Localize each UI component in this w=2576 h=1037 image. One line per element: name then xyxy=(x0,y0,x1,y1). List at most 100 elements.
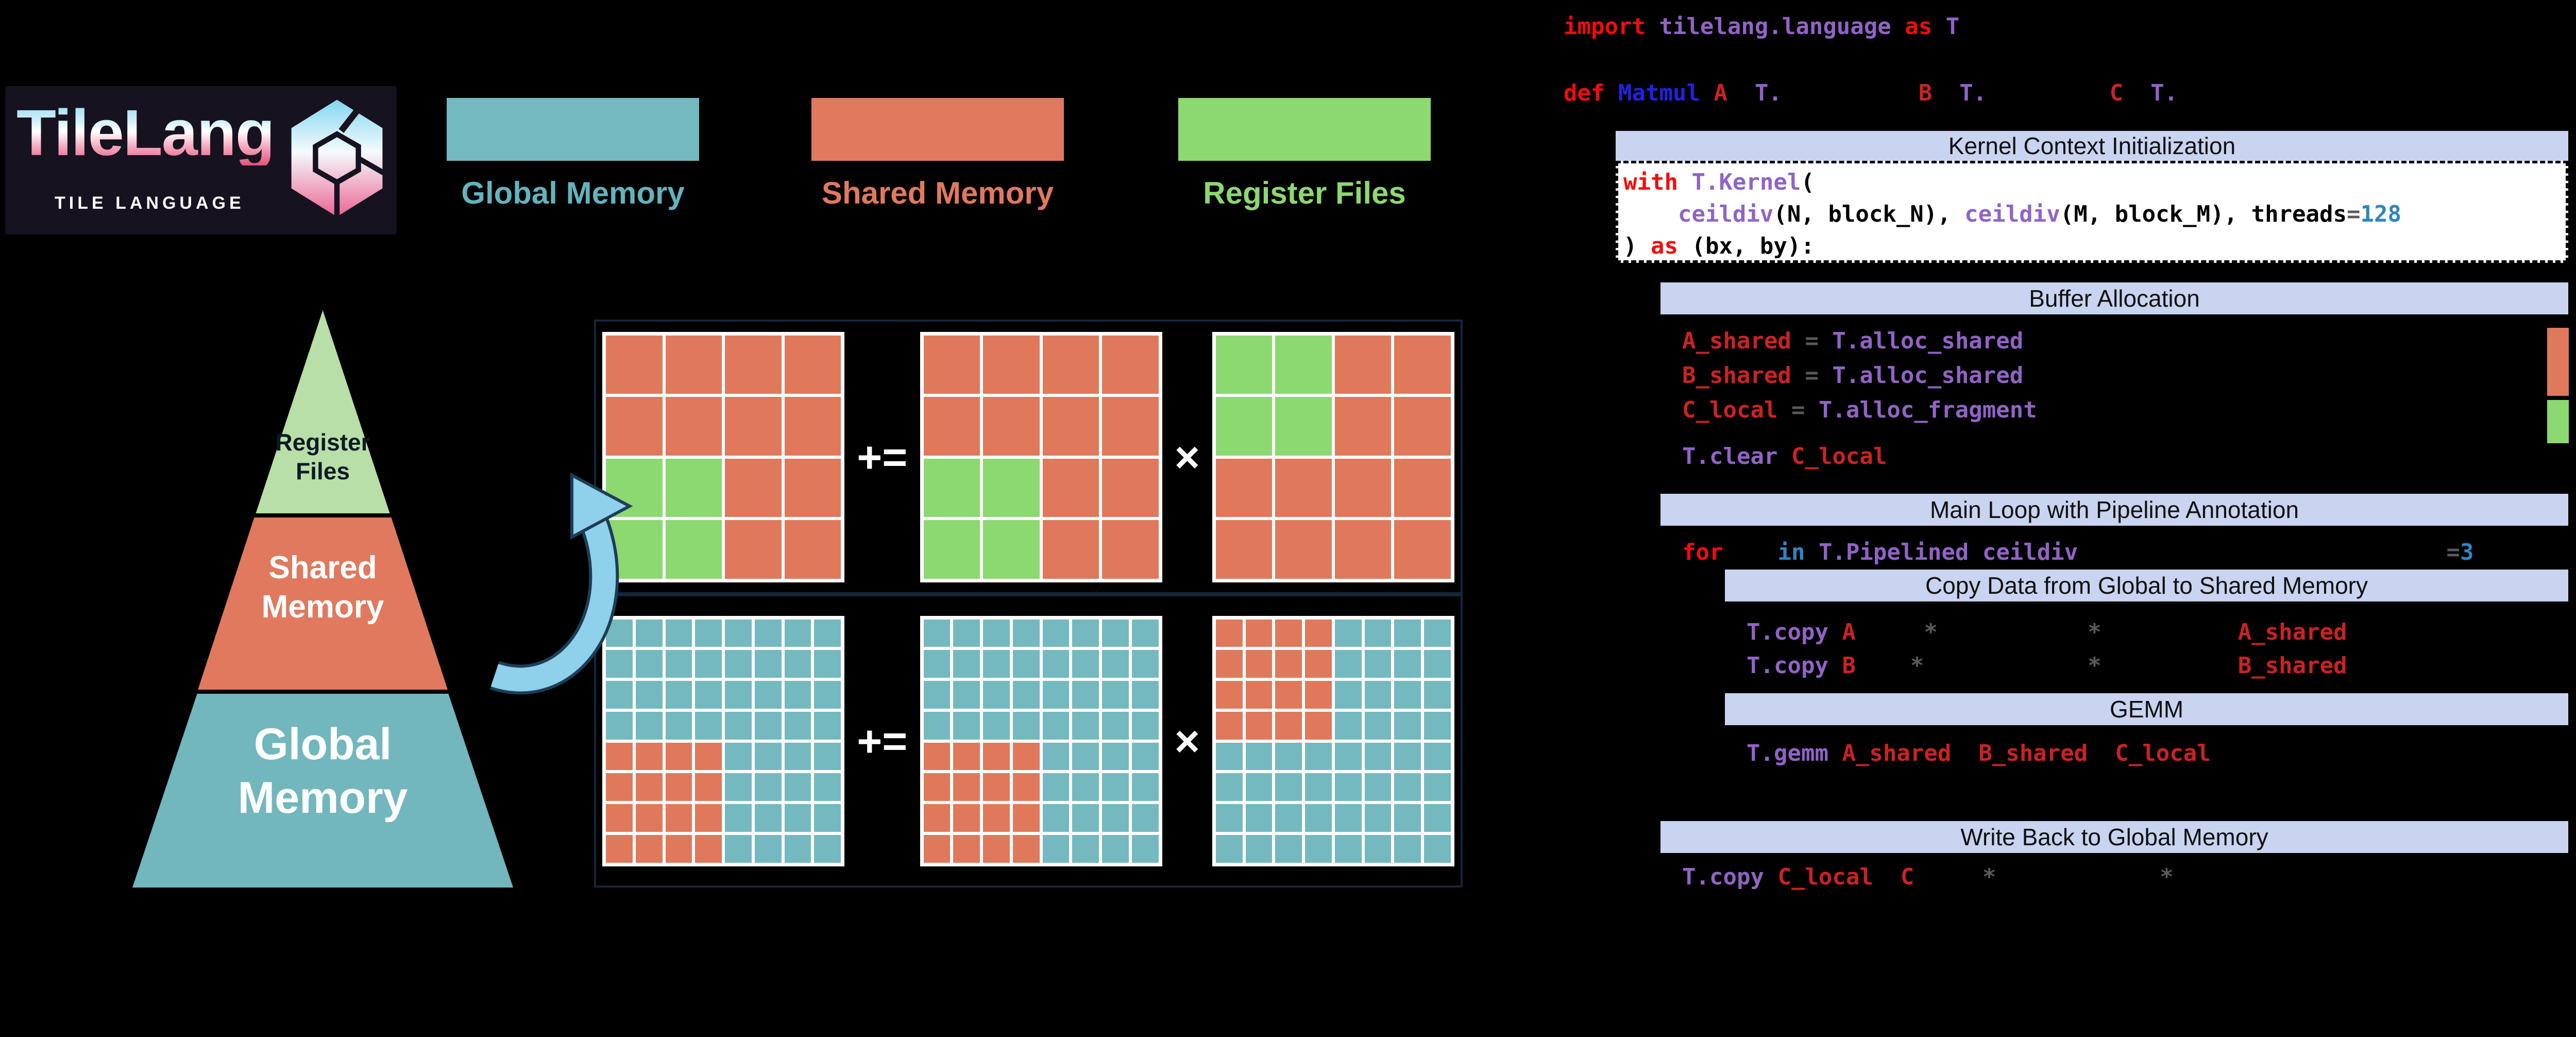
matrix-cell xyxy=(635,804,663,832)
code-token: B_shared xyxy=(2238,653,2347,679)
matrix-cell xyxy=(983,742,1010,771)
matrix-cell xyxy=(983,335,1040,394)
matrix-cell xyxy=(923,650,951,678)
matrix-a-global-tile xyxy=(920,615,1162,866)
code-token: ( xyxy=(1801,169,1815,195)
matrix-cell xyxy=(695,711,722,740)
matrix-cell xyxy=(695,619,722,647)
matrix-cell xyxy=(1334,650,1362,678)
matrix-cell xyxy=(784,804,811,832)
code-token: A_shared xyxy=(1682,328,1805,354)
matrix-cell xyxy=(1364,619,1392,647)
matrix-cell xyxy=(1424,834,1451,863)
matrix-cell xyxy=(923,742,951,771)
matrix-c-global-tile xyxy=(602,615,844,866)
matrix-cell xyxy=(953,650,980,678)
matrix-cell xyxy=(1334,834,1362,863)
code-token: B xyxy=(1918,80,1933,106)
matrix-cell xyxy=(725,619,752,647)
matrix-cell xyxy=(1394,650,1421,678)
matrix-cell xyxy=(1042,834,1070,863)
matrix-cell xyxy=(1215,458,1273,517)
matrix-cell xyxy=(1042,397,1099,456)
matrix-cell xyxy=(1305,742,1332,771)
code-token xyxy=(1951,740,1978,766)
code-b-shared-line: B_shared = T.alloc_shared xyxy=(1682,362,2023,389)
matrix-cell xyxy=(665,804,692,832)
code-token: with xyxy=(1623,169,1692,195)
code-token: T.Kernel xyxy=(1691,169,1801,195)
matrix-cell xyxy=(695,804,722,832)
matrix-cell xyxy=(1042,650,1070,678)
code-token: T. xyxy=(1932,80,1987,106)
matrix-cell xyxy=(1245,773,1273,801)
matrix-cell xyxy=(725,397,782,456)
code-token: = xyxy=(1791,397,1819,423)
matrix-cell xyxy=(1072,804,1099,832)
matrix-cell xyxy=(665,773,692,801)
matrix-cell xyxy=(1305,650,1332,678)
matrix-cell xyxy=(606,335,663,394)
matrix-cell xyxy=(1072,650,1099,678)
matrix-cell xyxy=(606,711,633,740)
code-token: * xyxy=(1910,653,1924,679)
matrix-cell xyxy=(953,681,980,709)
matrix-cell xyxy=(665,619,692,647)
matrix-cell xyxy=(923,681,951,709)
code-token: C_local xyxy=(1791,443,1887,470)
matrix-cell xyxy=(1245,804,1273,832)
matrix-cell xyxy=(1012,773,1040,801)
matrix-cell xyxy=(1012,619,1040,647)
matrix-cell xyxy=(1102,711,1129,740)
code-token: T xyxy=(1945,13,1960,40)
matrix-cell xyxy=(1394,335,1451,394)
matrix-cell xyxy=(665,520,722,579)
matrix-cell xyxy=(635,681,663,709)
matrix-cell xyxy=(1275,834,1302,863)
matrix-cell xyxy=(1275,742,1302,771)
code-token: ceildiv xyxy=(1677,201,1774,227)
matrix-cell xyxy=(1042,458,1099,517)
code-token: * xyxy=(2088,653,2102,679)
matrix-cell xyxy=(695,773,722,801)
matrix-cell xyxy=(784,773,811,801)
matrix-cell xyxy=(665,335,722,394)
matrix-cell xyxy=(635,834,663,863)
shared-memory-indicator-bar xyxy=(2547,328,2569,396)
section-header-kernel-context: Kernel Context Initialization xyxy=(1616,131,2568,161)
code-token: C xyxy=(1873,864,1914,890)
matrix-cell xyxy=(1275,650,1302,678)
matrix-cell xyxy=(1334,520,1392,579)
matrix-cell xyxy=(1424,804,1451,832)
matrix-cell xyxy=(695,681,722,709)
code-token: as xyxy=(1650,233,1692,259)
code-token xyxy=(1737,539,1777,565)
matrix-cell xyxy=(1072,711,1099,740)
pyramid-global-memory-label: Global Memory xyxy=(132,717,513,825)
matrix-b-register-tile xyxy=(1212,331,1454,582)
code-token: A xyxy=(1714,80,1727,106)
matrix-cell xyxy=(725,458,782,517)
matrix-cell xyxy=(1334,804,1362,832)
pyramid-shared-memory-label: Shared Memory xyxy=(132,548,513,627)
code-token: C_local xyxy=(2115,740,2211,766)
matrix-cell xyxy=(1364,804,1392,832)
matrix-cell xyxy=(953,619,980,647)
matrix-cell xyxy=(1305,804,1332,832)
matrix-cell xyxy=(754,804,782,832)
code-token: (M, block_M), threads xyxy=(2060,201,2347,227)
matrix-cell xyxy=(1364,773,1392,801)
matrix-cell xyxy=(635,650,663,678)
code-clear-line: T.clear C_local xyxy=(1682,443,1887,470)
matrix-cell xyxy=(1275,773,1302,801)
legend-global-memory: Global Memory xyxy=(418,98,727,211)
shared-to-tile-arrow-icon xyxy=(489,472,633,695)
matrix-cell xyxy=(1394,681,1421,709)
matrix-cell xyxy=(1275,335,1332,394)
matrix-cell xyxy=(1072,681,1099,709)
section-header-gemm: GEMM xyxy=(1725,693,2568,725)
matrix-cell xyxy=(1042,335,1099,394)
code-token xyxy=(2078,539,2446,565)
matrix-cell xyxy=(606,773,633,801)
matrix-cell xyxy=(983,834,1010,863)
